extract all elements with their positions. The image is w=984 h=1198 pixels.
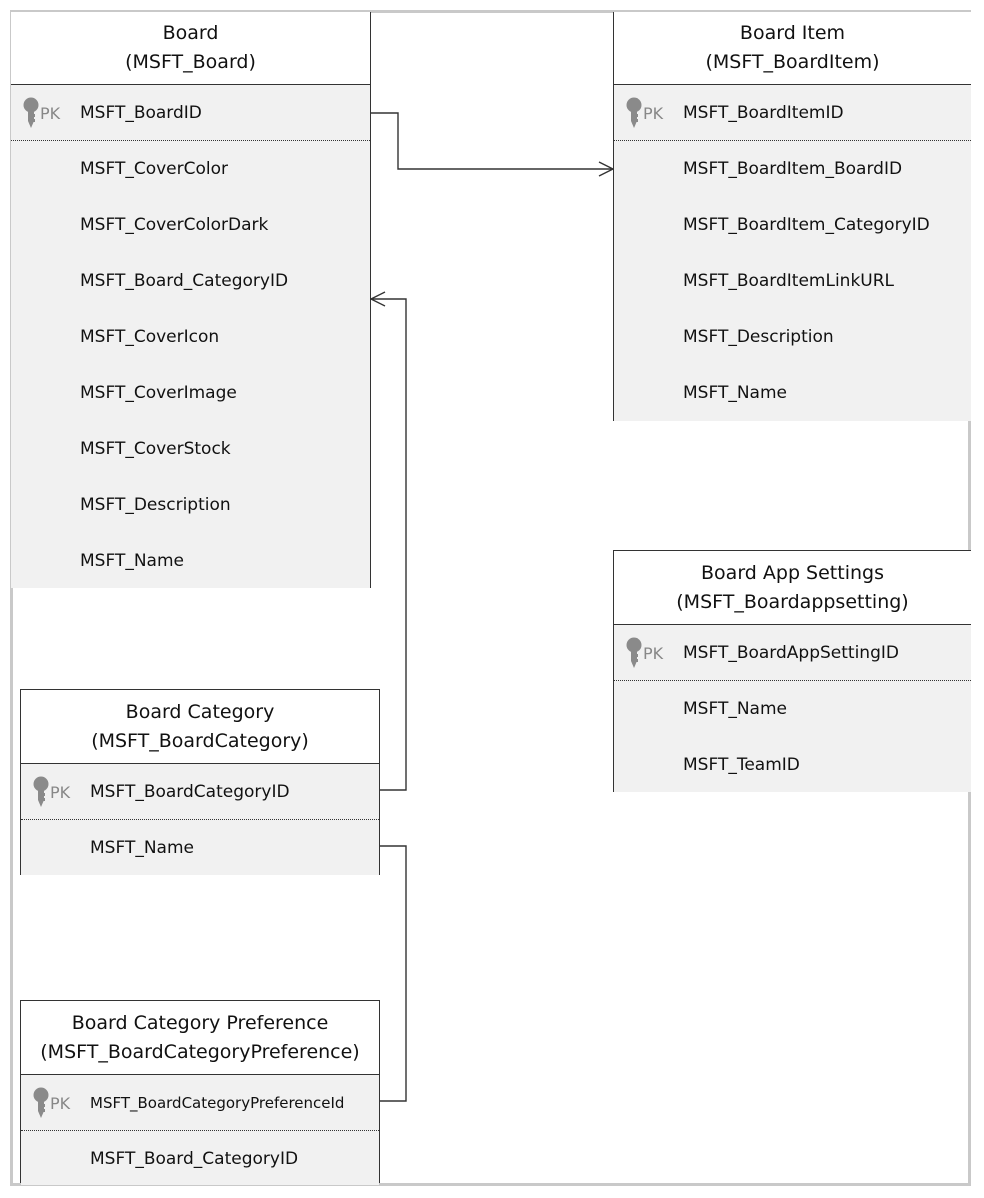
pk-badge: PK	[33, 776, 70, 808]
field-row[interactable]: MSFT_Description	[11, 477, 370, 533]
pk-row[interactable]: PK MSFT_BoardItemID	[614, 85, 971, 141]
entity-board-category-header: Board Category (MSFT_BoardCategory)	[21, 690, 379, 764]
field-name: MSFT_Description	[80, 495, 231, 515]
entity-subtitle: (MSFT_Board)	[125, 51, 256, 73]
key-icon	[33, 1087, 49, 1118]
pk-field: MSFT_BoardCategoryID	[90, 781, 290, 802]
field-row[interactable]: MSFT_CoverIcon	[11, 309, 370, 365]
field-name: MSFT_Board_CategoryID	[80, 271, 289, 291]
pk-row[interactable]: PK MSFT_BoardCategoryID	[21, 764, 379, 820]
pk-badge: PK	[33, 1087, 70, 1119]
entity-title: Board App Settings	[701, 561, 884, 584]
pk-label: PK	[50, 782, 71, 802]
field-name: MSFT_Board_CategoryID	[90, 1149, 299, 1169]
field-row[interactable]: MSFT_TeamID	[614, 737, 971, 793]
relation-board-category-to-board	[370, 291, 407, 791]
pk-label: PK	[643, 643, 664, 663]
pk-badge: PK	[626, 97, 663, 129]
field-list: MSFT_Board_CategoryID	[21, 1131, 379, 1185]
field-name: MSFT_TeamID	[683, 755, 800, 775]
entity-title: Board Item	[739, 22, 846, 44]
entity-board[interactable]: Board (MSFT_Board) PK MSFT_BoardID MSFT_…	[11, 12, 371, 588]
pk-label: PK	[643, 103, 664, 123]
pk-badge: PK	[23, 97, 60, 129]
field-name: MSFT_BoardItemLinkURL	[683, 271, 895, 291]
field-name: MSFT_Name	[90, 838, 194, 858]
field-row[interactable]: MSFT_CoverStock	[11, 421, 370, 477]
entity-title: Board Category Preference	[71, 1011, 329, 1034]
pk-badge: PK	[626, 637, 663, 669]
field-name: MSFT_Description	[683, 327, 834, 347]
entity-subtitle: (MSFT_BoardCategoryPreference)	[40, 1040, 360, 1063]
pk-field: MSFT_BoardAppSettingID	[683, 642, 899, 663]
field-name: MSFT_BoardItem_BoardID	[683, 159, 903, 179]
field-name: MSFT_CoverImage	[80, 383, 237, 403]
field-name: MSFT_CoverIcon	[80, 327, 220, 347]
key-icon	[626, 97, 642, 128]
entity-board-category[interactable]: Board Category (MSFT_BoardCategory) PK M…	[20, 689, 380, 875]
entity-board-header: Board (MSFT_Board)	[11, 12, 370, 85]
entity-title: Board Category	[125, 700, 275, 723]
pk-label: PK	[40, 103, 61, 123]
field-list: MSFT_Name MSFT_TeamID	[614, 681, 971, 792]
entity-subtitle: (MSFT_BoardCategory)	[91, 729, 309, 752]
pk-field: MSFT_BoardID	[80, 102, 202, 123]
field-name: MSFT_BoardItem_CategoryID	[683, 215, 930, 235]
field-row[interactable]: MSFT_BoardItemLinkURL	[614, 253, 971, 309]
relation-board-to-board-item	[371, 112, 614, 177]
pk-field: MSFT_BoardItemID	[683, 102, 844, 123]
field-row[interactable]: MSFT_CoverImage	[11, 365, 370, 421]
field-list: MSFT_CoverColor MSFT_CoverColorDark MSFT…	[11, 141, 370, 588]
relation-board-category-to-preference	[380, 845, 407, 1102]
pk-field: MSFT_BoardCategoryPreferenceId	[90, 1093, 345, 1112]
field-name: MSFT_CoverColor	[80, 159, 228, 179]
pk-label: PK	[50, 1093, 71, 1113]
field-row[interactable]: MSFT_Name	[614, 365, 971, 421]
field-name: MSFT_Name	[683, 699, 787, 719]
field-row[interactable]: MSFT_Name	[11, 533, 370, 589]
field-list: MSFT_BoardItem_BoardID MSFT_BoardItem_Ca…	[614, 141, 971, 421]
entity-board-app-settings-header: Board App Settings (MSFT_Boardappsetting…	[614, 551, 971, 625]
field-name: MSFT_CoverStock	[80, 439, 231, 459]
pk-row[interactable]: PK MSFT_BoardID	[11, 85, 370, 141]
field-row[interactable]: MSFT_CoverColorDark	[11, 197, 370, 253]
field-row[interactable]: MSFT_Name	[21, 820, 379, 876]
field-row[interactable]: MSFT_Description	[614, 309, 971, 365]
entity-board-category-preference-header: Board Category Preference (MSFT_BoardCat…	[21, 1001, 379, 1075]
entity-board-item-header: Board Item (MSFT_BoardItem)	[614, 12, 971, 85]
field-name: MSFT_Name	[80, 551, 184, 571]
entity-title: Board	[162, 22, 219, 44]
pk-row[interactable]: PK MSFT_BoardCategoryPreferenceId	[21, 1075, 379, 1131]
key-icon	[23, 97, 39, 128]
entity-subtitle: (MSFT_BoardItem)	[705, 51, 880, 73]
field-list: MSFT_Name	[21, 820, 379, 875]
field-row[interactable]: MSFT_BoardItem_CategoryID	[614, 197, 971, 253]
frame-bottom-edge	[10, 1183, 971, 1186]
field-name: MSFT_Name	[683, 383, 787, 403]
field-row[interactable]: MSFT_Board_CategoryID	[11, 253, 370, 309]
entity-board-item[interactable]: Board Item (MSFT_BoardItem) PK MSFT_Boar…	[613, 12, 971, 421]
key-icon	[626, 637, 642, 668]
field-row[interactable]: MSFT_Name	[614, 681, 971, 737]
entity-subtitle: (MSFT_Boardappsetting)	[676, 590, 909, 613]
field-row[interactable]: MSFT_Board_CategoryID	[21, 1131, 379, 1187]
entity-board-app-settings[interactable]: Board App Settings (MSFT_Boardappsetting…	[613, 550, 971, 792]
field-row[interactable]: MSFT_BoardItem_BoardID	[614, 141, 971, 197]
entity-board-category-preference[interactable]: Board Category Preference (MSFT_BoardCat…	[20, 1000, 380, 1185]
pk-row[interactable]: PK MSFT_BoardAppSettingID	[614, 625, 971, 681]
key-icon	[33, 776, 49, 807]
field-name: MSFT_CoverColorDark	[80, 215, 269, 235]
field-row[interactable]: MSFT_CoverColor	[11, 141, 370, 197]
